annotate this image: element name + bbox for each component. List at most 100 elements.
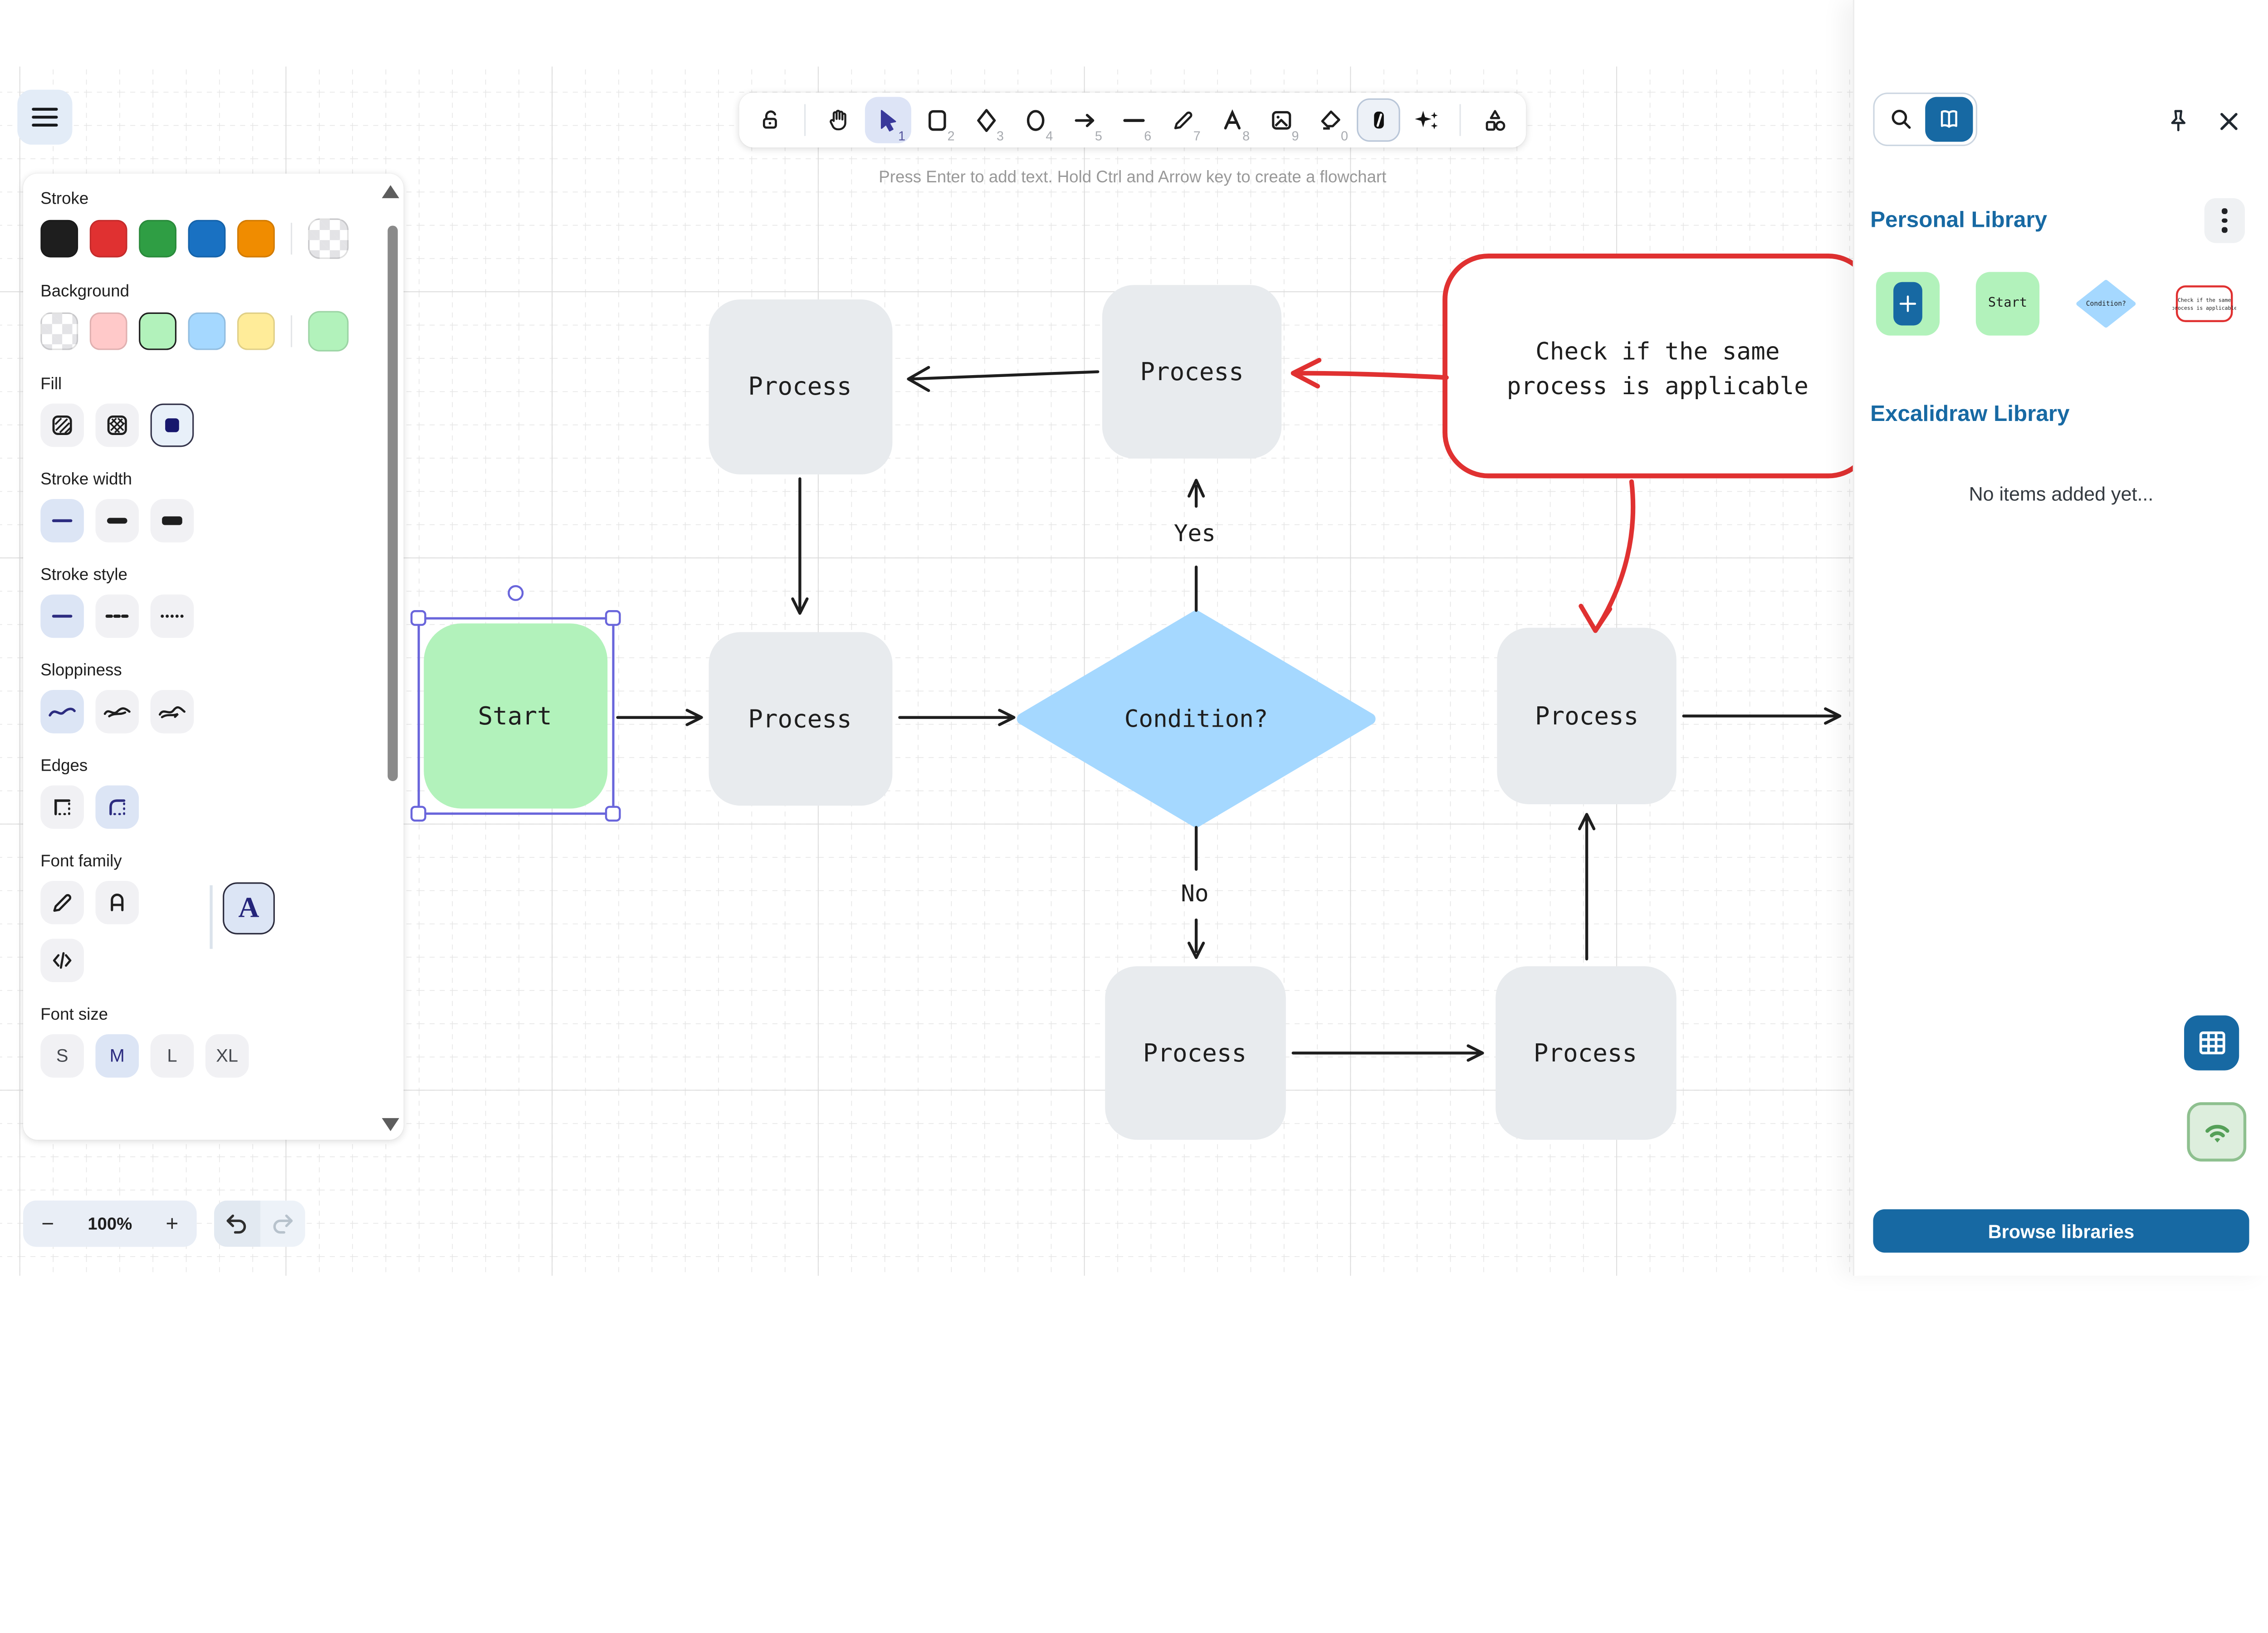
background-blue[interactable] <box>188 312 226 350</box>
library-item-condition[interactable]: Condition? <box>2074 272 2138 336</box>
node-process-middle-left[interactable]: Process <box>709 632 893 806</box>
zoom-value[interactable]: 100% <box>88 1213 132 1234</box>
rotate-handle[interactable] <box>508 585 524 601</box>
edge-topleft-to-middleleft[interactable] <box>791 477 809 615</box>
stroke-color-green[interactable] <box>139 220 177 258</box>
edge-middleleft-to-condition[interactable] <box>898 709 1016 726</box>
node-process-right[interactable]: Process <box>1497 627 1677 804</box>
annotation-arrow-down[interactable] <box>1579 479 1636 633</box>
edges-sharp-button[interactable] <box>40 785 84 829</box>
node-process-bottom-right[interactable]: Process <box>1496 966 1677 1140</box>
stroke-width-bold-button[interactable] <box>95 499 139 543</box>
library-item-start[interactable]: Start <box>1975 272 2040 336</box>
font-code-button[interactable] <box>40 939 84 983</box>
panel-scrollbar-thumb[interactable] <box>387 225 398 781</box>
hand-tool-button[interactable] <box>816 97 862 143</box>
library-search-tab[interactable] <box>1877 97 1925 142</box>
edge-condition-to-topcenter-yes[interactable] <box>1187 479 1205 612</box>
eraser-tool-button[interactable]: 0 <box>1308 97 1354 143</box>
main-menu-button[interactable] <box>17 89 73 145</box>
stroke-color-black[interactable] <box>40 220 78 258</box>
sloppiness-artist-button[interactable] <box>95 690 139 733</box>
edges-round-button[interactable] <box>95 785 139 829</box>
node-process-bottom-center[interactable]: Process <box>1105 966 1286 1140</box>
current-background-color[interactable] <box>308 311 349 352</box>
text-tool-button[interactable]: 8 <box>1209 97 1256 143</box>
ai-tools-button[interactable] <box>1403 97 1449 143</box>
undo-button[interactable] <box>214 1200 260 1247</box>
stroke-width-thin-button[interactable] <box>40 499 84 543</box>
round-corner-icon <box>109 799 126 816</box>
annotation-arrow-left[interactable] <box>1290 357 1449 389</box>
fill-hachure-button[interactable] <box>40 403 84 447</box>
resize-handle-sw[interactable] <box>410 806 426 822</box>
node-start[interactable]: Start <box>424 623 608 809</box>
edge-condition-to-bottomcenter-no[interactable] <box>1187 826 1205 959</box>
browse-libraries-button[interactable]: Browse libraries <box>1873 1209 2249 1253</box>
arrow-tool-button[interactable]: 5 <box>1062 97 1108 143</box>
fill-crosshatch-button[interactable] <box>95 403 139 447</box>
resize-handle-nw[interactable] <box>410 610 426 626</box>
close-panel-button[interactable] <box>2213 106 2245 137</box>
pin-panel-button[interactable] <box>2162 106 2194 137</box>
font-serif-selected-button[interactable]: A <box>223 882 275 934</box>
stroke-width-extrabold-button[interactable] <box>150 499 194 543</box>
library-items-tab[interactable] <box>1925 97 1973 142</box>
node-condition[interactable]: Condition? <box>1017 610 1376 827</box>
edge-right-offscreen[interactable] <box>1682 707 1842 725</box>
zoom-in-button[interactable]: + <box>153 1205 191 1242</box>
zoom-out-button[interactable]: − <box>29 1205 67 1242</box>
edge-topcenter-to-topleft[interactable] <box>907 366 1100 392</box>
network-status-button[interactable] <box>2187 1102 2247 1162</box>
node-process-top-center[interactable]: Process <box>1102 285 1282 459</box>
background-transparent[interactable] <box>40 312 78 350</box>
ellipse-tool-button[interactable]: 4 <box>1012 97 1059 143</box>
panel-scroll-up-arrow[interactable] <box>381 185 400 198</box>
background-pink[interactable] <box>89 312 127 350</box>
fill-solid-button[interactable] <box>150 403 194 447</box>
laser-pointer-tool-button[interactable] <box>1357 98 1400 142</box>
redo-button[interactable] <box>259 1200 305 1247</box>
font-size-m-button[interactable]: M <box>95 1034 139 1078</box>
undo-icon <box>226 1214 246 1234</box>
edge-start-to-middleleft[interactable] <box>616 709 703 726</box>
font-handdrawn-button[interactable] <box>40 880 84 924</box>
sloppiness-architect-button[interactable] <box>40 690 84 733</box>
font-size-s-button[interactable]: S <box>40 1034 84 1078</box>
library-item-annotation[interactable]: Check if the same process is applicable <box>2172 272 2236 336</box>
grid-overlay-button[interactable] <box>2184 1015 2239 1071</box>
font-normal-button[interactable] <box>95 880 139 924</box>
sloppiness-cartoonist-button[interactable] <box>150 690 194 733</box>
selection-tool-button[interactable]: 1 <box>865 97 911 143</box>
node-process-top-left[interactable]: Process <box>709 299 893 474</box>
annotation-box[interactable]: Check if the same process is applicable <box>1442 253 1874 479</box>
svg-text:Condition?: Condition? <box>2086 300 2126 308</box>
library-add-item-card[interactable] <box>1876 272 1940 336</box>
diamond-tool-button[interactable]: 3 <box>963 97 1010 143</box>
stroke-style-dotted-button[interactable] <box>150 594 194 638</box>
edge-bottomright-to-right[interactable] <box>1578 813 1596 961</box>
stroke-style-row <box>40 594 386 638</box>
extra-tools-button[interactable] <box>1471 97 1517 143</box>
library-menu-button[interactable] <box>2204 198 2245 243</box>
stroke-style-solid-button[interactable] <box>40 594 84 638</box>
panel-scroll-down-arrow[interactable] <box>381 1118 400 1131</box>
font-size-xl-button[interactable]: XL <box>205 1034 249 1078</box>
font-size-l-button[interactable]: L <box>150 1034 194 1078</box>
edge-bottomcenter-to-bottomright[interactable] <box>1291 1044 1484 1062</box>
background-green[interactable] <box>139 312 177 350</box>
stroke-color-red[interactable] <box>89 220 127 258</box>
stroke-color-blue[interactable] <box>188 220 226 258</box>
draw-tool-button[interactable]: 7 <box>1160 97 1206 143</box>
rectangle-tool-button[interactable]: 2 <box>914 97 960 143</box>
line-tool-button[interactable]: 6 <box>1111 97 1157 143</box>
image-tool-button[interactable]: 9 <box>1258 97 1305 143</box>
resize-handle-ne[interactable] <box>605 610 621 626</box>
stroke-color-orange[interactable] <box>237 220 275 258</box>
current-stroke-color[interactable] <box>308 218 349 259</box>
background-yellow[interactable] <box>237 312 275 350</box>
lock-tool-button[interactable] <box>748 97 794 143</box>
pencil-icon <box>53 894 72 912</box>
stroke-style-dashed-button[interactable] <box>95 594 139 638</box>
resize-handle-se[interactable] <box>605 806 621 822</box>
